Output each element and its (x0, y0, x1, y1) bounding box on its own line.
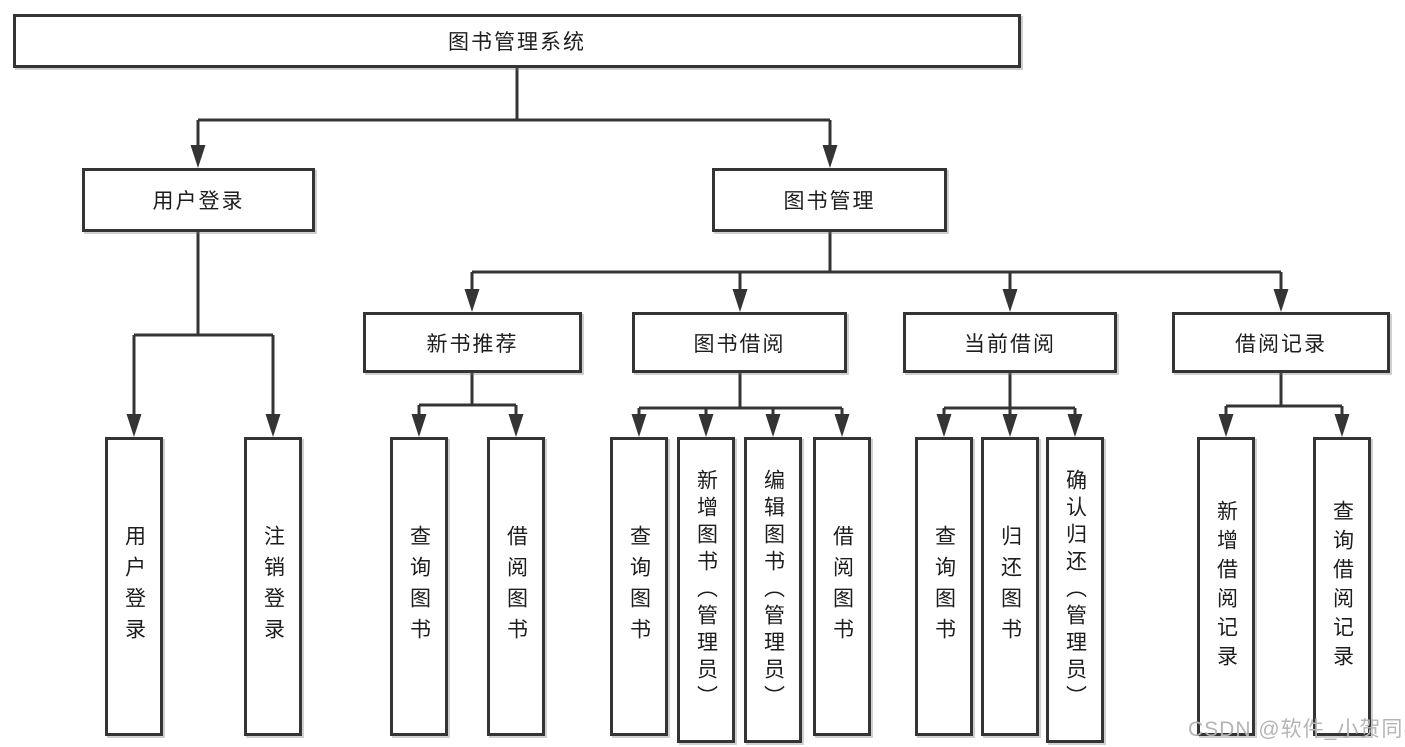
csdn-watermark: CSDN @软件_小贺同学 (1188, 718, 1405, 741)
leaf-label: 新增借阅记录 (1214, 499, 1238, 674)
leaf-label: 确认归还（管理员） (1063, 468, 1087, 712)
leaf-label: 新增图书（管理员） (694, 468, 718, 712)
node-label: 新书推荐 (426, 332, 519, 356)
node-library-management-system: 图书管理系统 (13, 14, 1021, 68)
leaf-search-books-current: 查询图书 (915, 437, 973, 736)
leaf-label: 归还图书 (998, 524, 1022, 649)
node-book-management: 图书管理 (712, 168, 947, 232)
node-label: 图书借阅 (693, 332, 786, 356)
leaf-return-books: 归还图书 (981, 437, 1039, 736)
leaf-add-books-admin: 新增图书（管理员） (677, 437, 735, 743)
leaf-borrow-books: 借阅图书 (813, 437, 871, 736)
leaf-label: 编辑图书（管理员） (761, 468, 785, 712)
leaf-confirm-return-admin: 确认归还（管理员） (1046, 437, 1104, 743)
node-user-login: 用户登录 (82, 168, 315, 232)
leaf-label: 查询借阅记录 (1330, 499, 1354, 674)
leaf-label: 借阅图书 (504, 524, 528, 649)
leaf-edit-books-admin: 编辑图书（管理员） (744, 437, 802, 743)
leaf-label: 注销登录 (261, 524, 285, 649)
node-label: 借阅记录 (1235, 332, 1327, 356)
node-label: 用户登录 (152, 190, 245, 213)
node-label: 当前借阅 (964, 332, 1056, 356)
leaf-label: 查询图书 (627, 524, 651, 649)
node-new-book-recommend: 新书推荐 (363, 312, 582, 373)
node-borrow-records: 借阅记录 (1172, 312, 1390, 373)
node-label: 图书管理系统 (448, 31, 586, 54)
node-current-borrow: 当前借阅 (903, 312, 1117, 373)
leaf-label: 查询图书 (932, 524, 956, 649)
leaf-label: 用户登录 (122, 524, 146, 649)
leaf-label: 查询图书 (407, 524, 431, 649)
leaf-label: 借阅图书 (830, 524, 854, 649)
node-label: 图书管理 (783, 190, 876, 213)
node-book-borrow: 图书借阅 (632, 312, 847, 373)
leaf-borrow-books-recommend: 借阅图书 (487, 437, 545, 736)
leaf-search-books-recommend: 查询图书 (390, 437, 448, 736)
leaf-logout: 注销登录 (244, 437, 302, 736)
leaf-user-login: 用户登录 (105, 437, 163, 736)
leaf-search-borrow-record: 查询借阅记录 (1313, 437, 1371, 736)
leaf-search-books-borrow: 查询图书 (610, 437, 668, 736)
leaf-add-borrow-record: 新增借阅记录 (1197, 437, 1255, 736)
arrowhead-icons (126, 145, 1350, 437)
